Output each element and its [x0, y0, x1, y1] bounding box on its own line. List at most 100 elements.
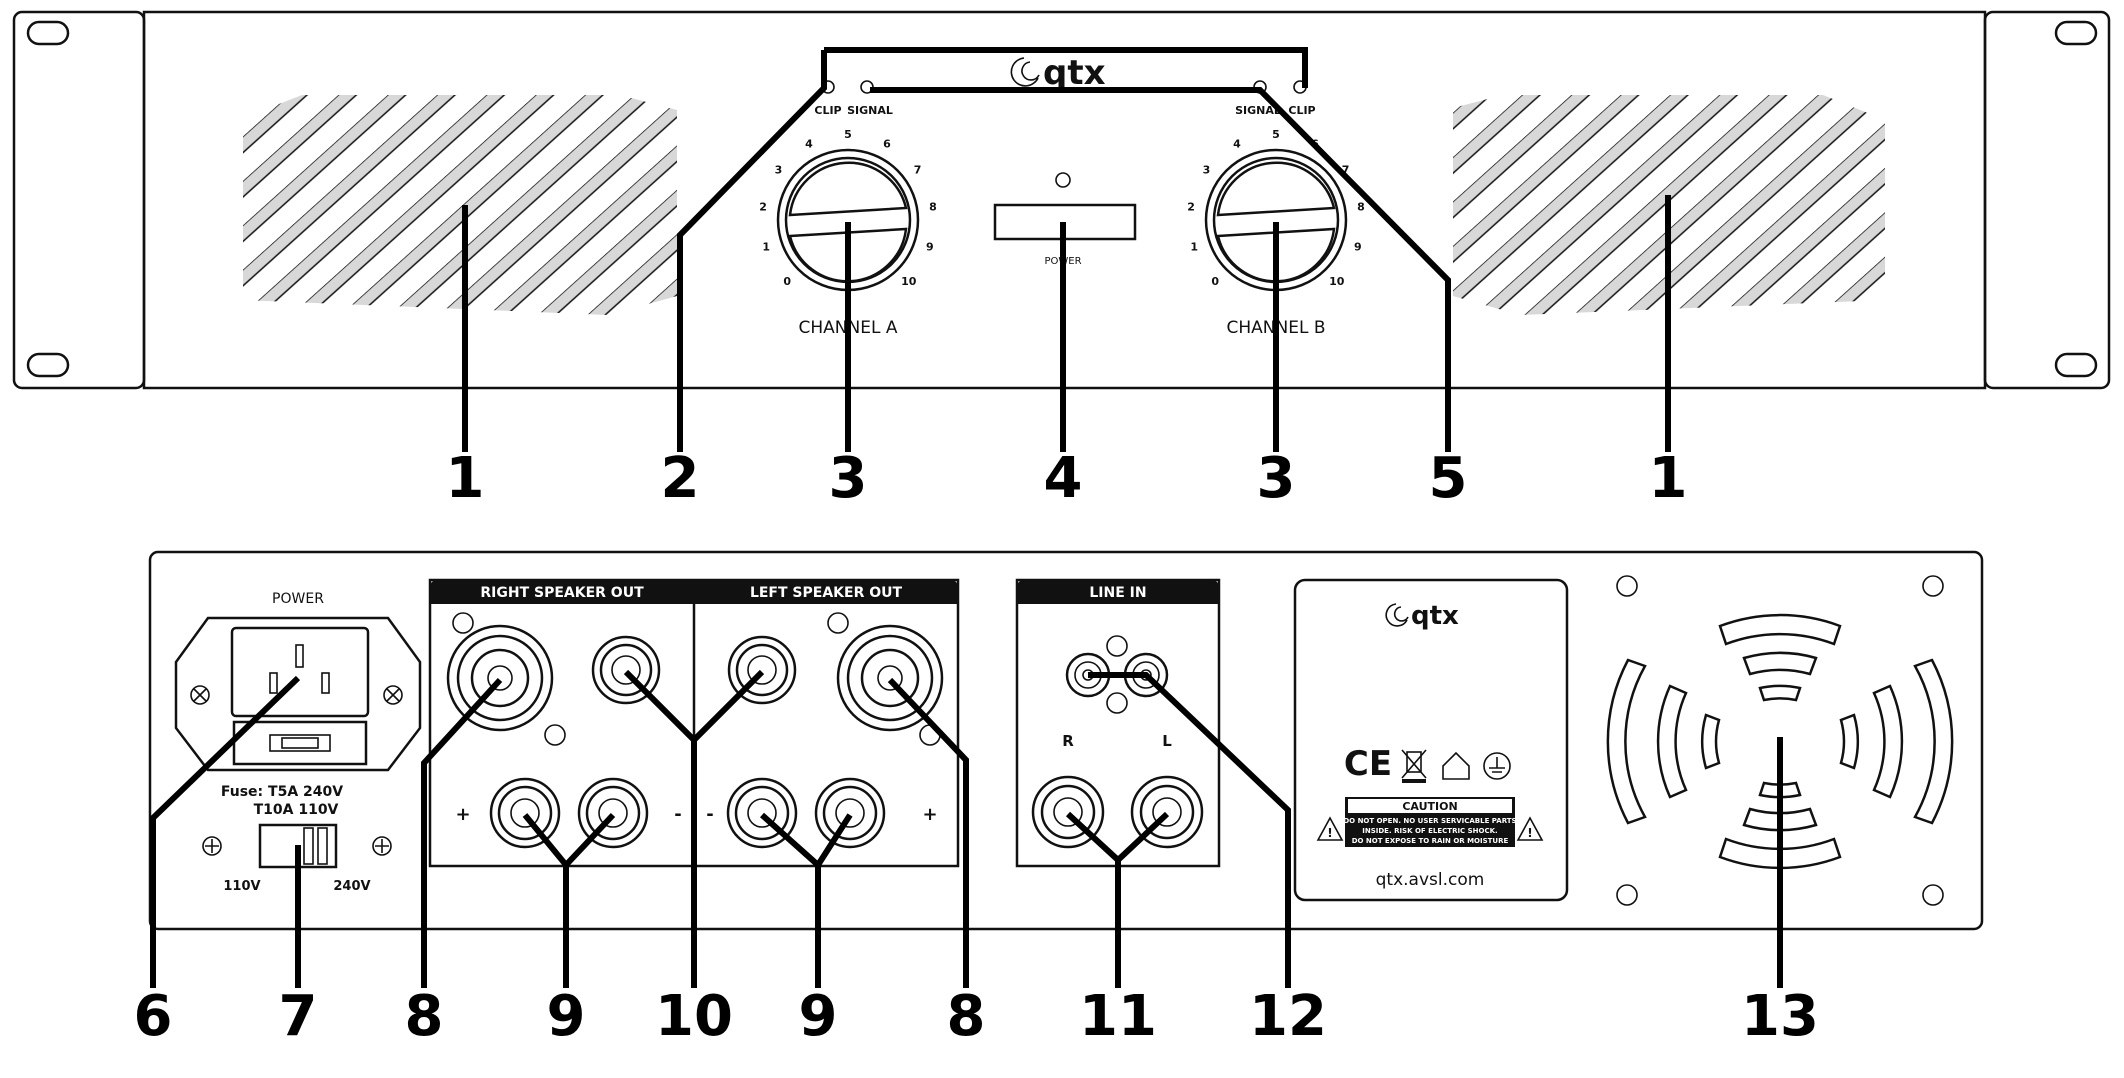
dial-tick-label: 9 [926, 241, 934, 254]
dial-tick-label: 8 [1357, 201, 1365, 214]
fuse-label: Fuse: T5A 240V [221, 784, 343, 800]
rack-slot [26, 352, 70, 378]
dial-tick-label: 6 [883, 137, 891, 150]
callout-3: 3 [829, 446, 868, 511]
rack-slot [26, 20, 70, 46]
caution-title: CAUTION [1402, 800, 1457, 813]
jack-socket-right[interactable] [591, 635, 661, 705]
power-label-rear: POWER [272, 591, 324, 607]
dial-tick-label: 8 [929, 201, 937, 214]
clip-label-b: CLIP [1288, 104, 1315, 117]
line-in-label: LINE IN [1089, 585, 1146, 601]
right-speaker-header [430, 580, 694, 604]
callout-1: 1 [1649, 446, 1688, 511]
callout-2: 2 [661, 446, 700, 511]
front-leader-lines [462, 47, 1671, 452]
warning-triangle-icon: ! [1316, 816, 1344, 841]
left-speaker-out-label: LEFT SPEAKER OUT [750, 585, 903, 601]
dial-tick-label: 4 [805, 137, 813, 150]
svg-text:!: ! [1527, 826, 1532, 840]
jack-input-right[interactable] [1031, 775, 1105, 849]
dial-tick-label: 7 [1342, 164, 1350, 177]
callout-13: 13 [1741, 984, 1819, 1049]
power-inlet[interactable] [174, 616, 422, 772]
dial-tick-label: 1 [1190, 241, 1198, 254]
callout-5: 5 [1429, 446, 1468, 511]
line-in-header [1017, 580, 1219, 604]
dial-scale-a: 0 1 2 3 4 5 6 7 8 9 10 [759, 128, 936, 288]
caution-line-2: INSIDE. RISK OF ELECTRIC SHOCK. [1362, 827, 1497, 835]
line-in-l-label: L [1162, 732, 1172, 750]
callout-11: 11 [1079, 984, 1157, 1049]
plus-sign: + [455, 804, 470, 825]
line-in-frame [1015, 578, 1221, 868]
plus-sign: + [922, 804, 937, 825]
rear-leader-lines [150, 669, 1783, 988]
label-plate [1293, 578, 1569, 902]
callout-9: 9 [547, 984, 586, 1049]
logo-text: qtx [1043, 53, 1106, 93]
ground-icon [1483, 752, 1511, 780]
warning-triangle-icon: ! [1516, 816, 1544, 841]
rack-slot [2054, 20, 2098, 46]
rack-ear-left [12, 10, 146, 390]
rear-panel: POWER Fuse: T5A 240V T10A 110V [148, 550, 1984, 931]
voltage-selector[interactable] [202, 823, 392, 869]
speakon-connector-right[interactable] [446, 612, 566, 746]
callout-4: 4 [1044, 446, 1083, 511]
brand-logo: qtx [1010, 53, 1106, 93]
binding-post[interactable] [814, 777, 886, 849]
signal-label-b: SIGNAL [1235, 104, 1281, 117]
indoor-use-icon [1442, 751, 1470, 780]
voltage-240-label: 240V [333, 879, 370, 894]
fan-grille [1606, 575, 1954, 906]
dial-tick-label: 3 [775, 164, 783, 177]
rack-ear-right [1983, 10, 2111, 390]
voltage-110-label: 110V [223, 879, 260, 894]
svg-text:!: ! [1327, 826, 1332, 840]
front-callouts: 1 2 3 4 3 5 1 [446, 446, 1688, 511]
caution-line-1: DO NOT OPEN. NO USER SERVICABLE PARTS [1343, 817, 1516, 825]
callout-6: 6 [134, 984, 173, 1049]
fuse-label-110: T10A 110V [254, 802, 339, 818]
callout-10: 10 [655, 984, 733, 1049]
brand-logo-rear: qtx [1385, 601, 1459, 631]
binding-post[interactable] [577, 777, 649, 849]
callout-3: 3 [1257, 446, 1296, 511]
caution-box: CAUTION DO NOT OPEN. NO USER SERVICABLE … [1343, 797, 1517, 847]
binding-post[interactable] [726, 777, 798, 849]
left-speaker-header [694, 580, 958, 604]
power-led [1055, 172, 1071, 188]
callout-9: 9 [799, 984, 838, 1049]
website-label: qtx.avsl.com [1376, 870, 1485, 890]
ce-mark: CE [1344, 744, 1392, 784]
callout-8: 8 [947, 984, 986, 1049]
weee-bin-icon [1401, 749, 1427, 783]
minus-sign: - [706, 804, 713, 825]
vent-left [243, 95, 677, 315]
callout-7: 7 [279, 984, 318, 1049]
rear-callouts: 6 7 8 9 10 9 8 11 12 13 [134, 984, 1819, 1049]
dial-tick-label: 10 [901, 275, 917, 288]
right-speaker-out-label: RIGHT SPEAKER OUT [480, 585, 644, 601]
dial-tick-label: 7 [914, 164, 922, 177]
caution-line-3: DO NOT EXPOSE TO RAIN OR MOISTURE [1352, 837, 1509, 845]
clip-label-a: CLIP [814, 104, 841, 117]
dial-tick-label: 1 [762, 241, 770, 254]
signal-label-a: SIGNAL [847, 104, 893, 117]
dial-tick-label: 4 [1233, 137, 1241, 150]
dial-tick-label: 0 [1211, 275, 1219, 288]
binding-post[interactable] [489, 777, 561, 849]
dial-tick-label: 5 [844, 128, 852, 141]
dial-tick-label: 0 [783, 275, 791, 288]
minus-sign: - [674, 804, 681, 825]
jack-socket-left[interactable] [727, 635, 797, 705]
logo-text-rear: qtx [1411, 601, 1459, 631]
dial-tick-label: 2 [759, 201, 767, 214]
rack-slot [2054, 352, 2098, 378]
dial-tick-label: 2 [1187, 201, 1195, 214]
jack-input-left[interactable] [1130, 775, 1204, 849]
dial-tick-label: 9 [1354, 241, 1362, 254]
speakon-connector-left[interactable] [827, 612, 944, 746]
callout-8: 8 [405, 984, 444, 1049]
